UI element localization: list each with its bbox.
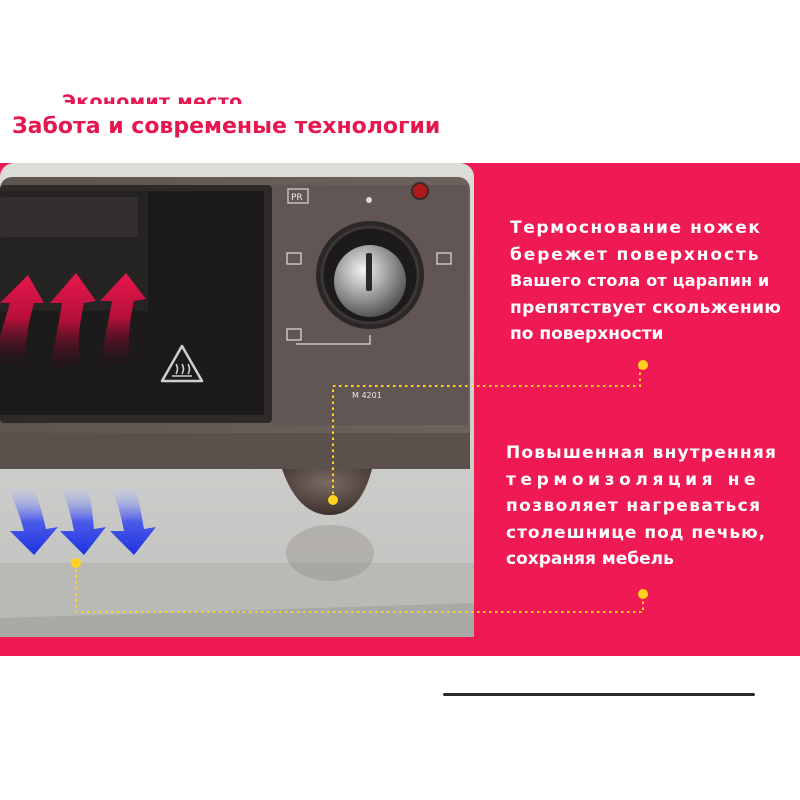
bottom-heat-icon: [286, 328, 302, 341]
feature-line: препятствует скольжению: [510, 297, 782, 318]
callout-dot: [328, 495, 338, 505]
cool-arrow-icon: [8, 489, 58, 555]
heat-arrow-icon: [0, 275, 44, 363]
top-heat-icon: [286, 252, 302, 265]
cool-arrow-icon: [110, 489, 156, 555]
model-label: M 4201: [352, 391, 382, 400]
callout-dot: [71, 558, 81, 568]
feature-line: сохраняя мебель: [506, 549, 674, 569]
cool-arrows: [8, 489, 156, 555]
heat-arrow-icon: [100, 273, 146, 363]
feature-line: Вашего стола от царапин и: [510, 271, 770, 290]
both-heat-icon: [436, 252, 452, 265]
feature-line: термоизоляция не: [506, 469, 761, 490]
feature-text-feet: Термоснование ножек бережет поверхность …: [510, 215, 782, 348]
heat-arrow-icon: [50, 273, 96, 368]
indicator-dot: [366, 197, 372, 203]
cool-arrow-icon: [60, 489, 106, 555]
heating-mode-icons: [286, 252, 452, 345]
oven-photo: PR M 4201: [0, 163, 474, 637]
callout-dot: [638, 589, 648, 599]
feature-text-insulation: Повышенная внутренняя термоизоляция не п…: [506, 440, 782, 573]
feature-line: столешнице под печью,: [506, 522, 767, 543]
feature-line: позволяет нагреваться: [506, 496, 762, 516]
mode-label: PR: [291, 193, 303, 203]
feature-line: Повышенная внутренняя: [506, 443, 778, 463]
hot-surface-warning-icon: [160, 344, 204, 383]
heat-arrows: [0, 273, 146, 368]
feature-line: Термоснование ножек: [510, 218, 762, 238]
partial-heading-text: Экономит место: [62, 91, 243, 104]
partial-heading: Экономит место: [62, 88, 362, 104]
feature-line: по поверхности: [510, 324, 664, 344]
divider-line: [443, 693, 755, 696]
insulation-callout-line: [75, 563, 644, 613]
callout-dot: [638, 360, 648, 370]
power-indicator-light: [411, 182, 429, 200]
feature-line: бережет поверхность: [510, 244, 761, 265]
oven-foot: [282, 469, 372, 515]
temperature-knob: [316, 221, 424, 329]
main-heading: Забота и современые технологии: [12, 114, 441, 139]
